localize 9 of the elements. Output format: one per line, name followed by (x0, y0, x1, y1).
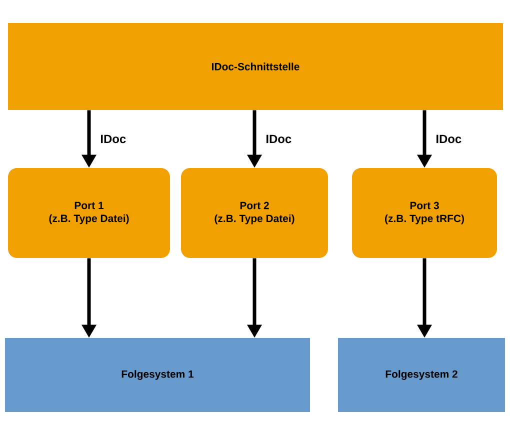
edge-label: IDoc (101, 134, 126, 144)
edge-label: IDoc (436, 134, 462, 144)
port-box: Port 1 (z.B. Type Datei) (8, 168, 170, 258)
edge-label: IDoc (266, 134, 292, 144)
system-box: Folgesystem 2 (338, 338, 505, 412)
port-box: Port 3 (z.B. Type tRFC) (352, 168, 497, 258)
port-box: Port 2 (z.B. Type Datei) (181, 168, 328, 258)
interface-bar: IDoc-Schnittstelle (8, 23, 503, 110)
system-box: Folgesystem 1 (5, 338, 310, 412)
